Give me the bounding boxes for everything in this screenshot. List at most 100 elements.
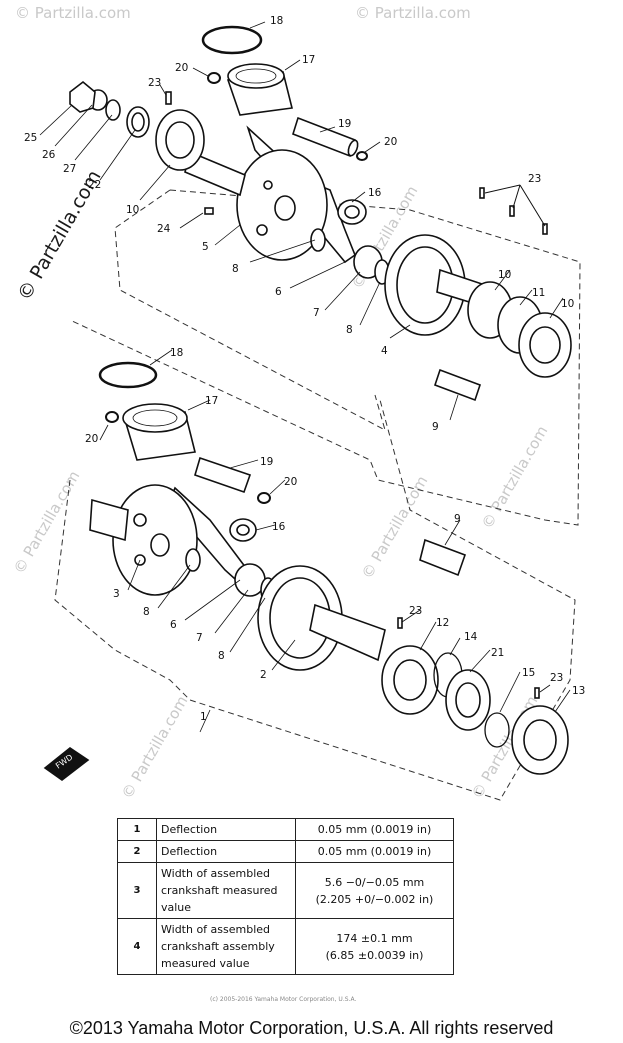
- callout-16: 16: [368, 187, 382, 199]
- woodruff-key: [204, 207, 214, 215]
- value-imperial: (6.85 ±0.0039 in): [325, 948, 424, 962]
- callout-10: 10: [498, 269, 511, 281]
- callout-18: 18: [170, 347, 183, 359]
- callout-20: 20: [284, 476, 297, 488]
- oil-seal: [126, 106, 150, 138]
- row-value: 5.6 −0/−0.05 mm (2.205 +0/−0.002 in): [295, 862, 454, 919]
- callout-12: 12: [436, 617, 449, 629]
- callout-10: 10: [126, 204, 139, 216]
- lower-crankshaft-assembly: FWD: [43, 361, 569, 781]
- crank-wheel: [112, 484, 198, 596]
- bearing: [518, 312, 572, 378]
- crank-nut: [69, 80, 96, 113]
- callout-7: 7: [313, 307, 320, 319]
- bearing: [381, 645, 439, 715]
- callout-1: 1: [200, 711, 207, 723]
- callout-5: 5: [202, 241, 209, 253]
- callout-25: 25: [24, 132, 37, 144]
- callout-3: 3: [113, 588, 120, 600]
- row-number: 4: [117, 918, 157, 975]
- callout-24: 24: [157, 223, 171, 235]
- piston-pin-clip: [257, 492, 271, 504]
- piston-pin-clip: [207, 72, 221, 84]
- callout-2: 2: [260, 669, 267, 681]
- callout-6: 6: [275, 286, 282, 298]
- row-number: 2: [117, 840, 157, 863]
- leader-lines: [39, 21, 571, 733]
- table-row: 3 Width of assembled crankshaft measured…: [117, 862, 454, 919]
- value-imperial: (2.205 +0/−0.002 in): [315, 892, 434, 906]
- watermark: © Partzilla.com: [118, 693, 191, 802]
- callout-20: 20: [85, 433, 98, 445]
- callout-4: 4: [381, 345, 388, 357]
- table-row: 4 Width of assembled crankshaft assembly…: [117, 918, 454, 975]
- watermark: © Partzilla.com: [358, 473, 431, 582]
- needle-bearing: [229, 518, 257, 542]
- callout-8: 8: [218, 650, 225, 662]
- dowel-pin: [509, 205, 515, 217]
- callout-23: 23: [409, 605, 422, 617]
- row-description: Deflection: [156, 840, 296, 863]
- row-number: 3: [117, 862, 157, 919]
- callout-8: 8: [232, 263, 239, 275]
- row-number: 1: [117, 818, 157, 841]
- crank-pin: [433, 368, 482, 402]
- row-value: 0.05 mm (0.0019 in): [295, 840, 454, 863]
- dowel-pin: [479, 187, 485, 199]
- upper-crankshaft-assembly: [69, 25, 572, 402]
- callout-15: 15: [522, 667, 535, 679]
- row-description: Width of assembled crankshaft assembly m…: [156, 918, 296, 975]
- crank-pin: [419, 538, 467, 577]
- forward-arrow-icon: [43, 747, 90, 781]
- washer: [105, 99, 121, 121]
- callout-20: 20: [384, 136, 397, 148]
- copyright-footer: ©2013 Yamaha Motor Corporation, U.S.A. A…: [69, 1018, 554, 1038]
- row-value: 0.05 mm (0.0019 in): [295, 818, 454, 841]
- callout-19: 19: [338, 118, 351, 130]
- copyright-small: (c) 2005-2016 Yamaha Motor Corporation, …: [210, 996, 357, 1003]
- part-callouts: 18 17 20 23 25 26 27 22 10 19 20 24 5 8 …: [24, 15, 585, 723]
- piston-pin: [194, 456, 252, 494]
- callout-26: 26: [42, 149, 56, 161]
- callout-16: 16: [272, 521, 286, 533]
- callout-27: 27: [63, 163, 76, 175]
- callout-17: 17: [302, 54, 315, 66]
- piston-ring: [98, 361, 158, 389]
- watermark: © Partzilla.com: [15, 4, 131, 22]
- watermark: © Partzilla.com: [10, 468, 83, 577]
- callout-9: 9: [454, 513, 461, 525]
- oil-seal: [445, 669, 491, 731]
- callout-23: 23: [528, 173, 541, 185]
- assembly-outline: [54, 189, 581, 801]
- row-description: Deflection: [156, 818, 296, 841]
- table-row: 2 Deflection 0.05 mm (0.0019 in): [117, 840, 454, 863]
- callout-8: 8: [143, 606, 150, 618]
- thrust-washer: [310, 228, 326, 252]
- specification-table: 1 Deflection 0.05 mm (0.0019 in) 2 Defle…: [117, 818, 454, 975]
- dowel-pin: [397, 617, 403, 629]
- callout-22: 22: [88, 179, 101, 191]
- callout-6: 6: [170, 619, 177, 631]
- watermark: © Partzilla.com: [478, 423, 551, 532]
- watermark: © Partzilla.com: [355, 4, 471, 22]
- value-metric: 5.6 −0/−0.05 mm: [324, 875, 425, 889]
- callout-17: 17: [205, 395, 218, 407]
- needle-bearing: [337, 199, 367, 225]
- callout-7: 7: [196, 632, 203, 644]
- piston: [226, 63, 293, 116]
- callout-11: 11: [532, 287, 545, 299]
- dowel-pin: [165, 91, 172, 105]
- bearing: [511, 705, 569, 775]
- piston: [122, 403, 196, 461]
- callout-14: 14: [464, 631, 478, 643]
- circlip: [484, 712, 510, 748]
- dowel-pin: [542, 223, 548, 235]
- row-description: Width of assembled crankshaft measured v…: [156, 862, 296, 919]
- callout-18: 18: [270, 15, 283, 27]
- callout-19: 19: [260, 456, 273, 468]
- callout-21: 21: [491, 647, 504, 659]
- piston-pin-clip: [105, 411, 119, 423]
- callout-23: 23: [148, 77, 161, 89]
- value-metric: 174 ±0.1 mm: [336, 931, 413, 945]
- table-row: 1 Deflection 0.05 mm (0.0019 in): [117, 818, 454, 841]
